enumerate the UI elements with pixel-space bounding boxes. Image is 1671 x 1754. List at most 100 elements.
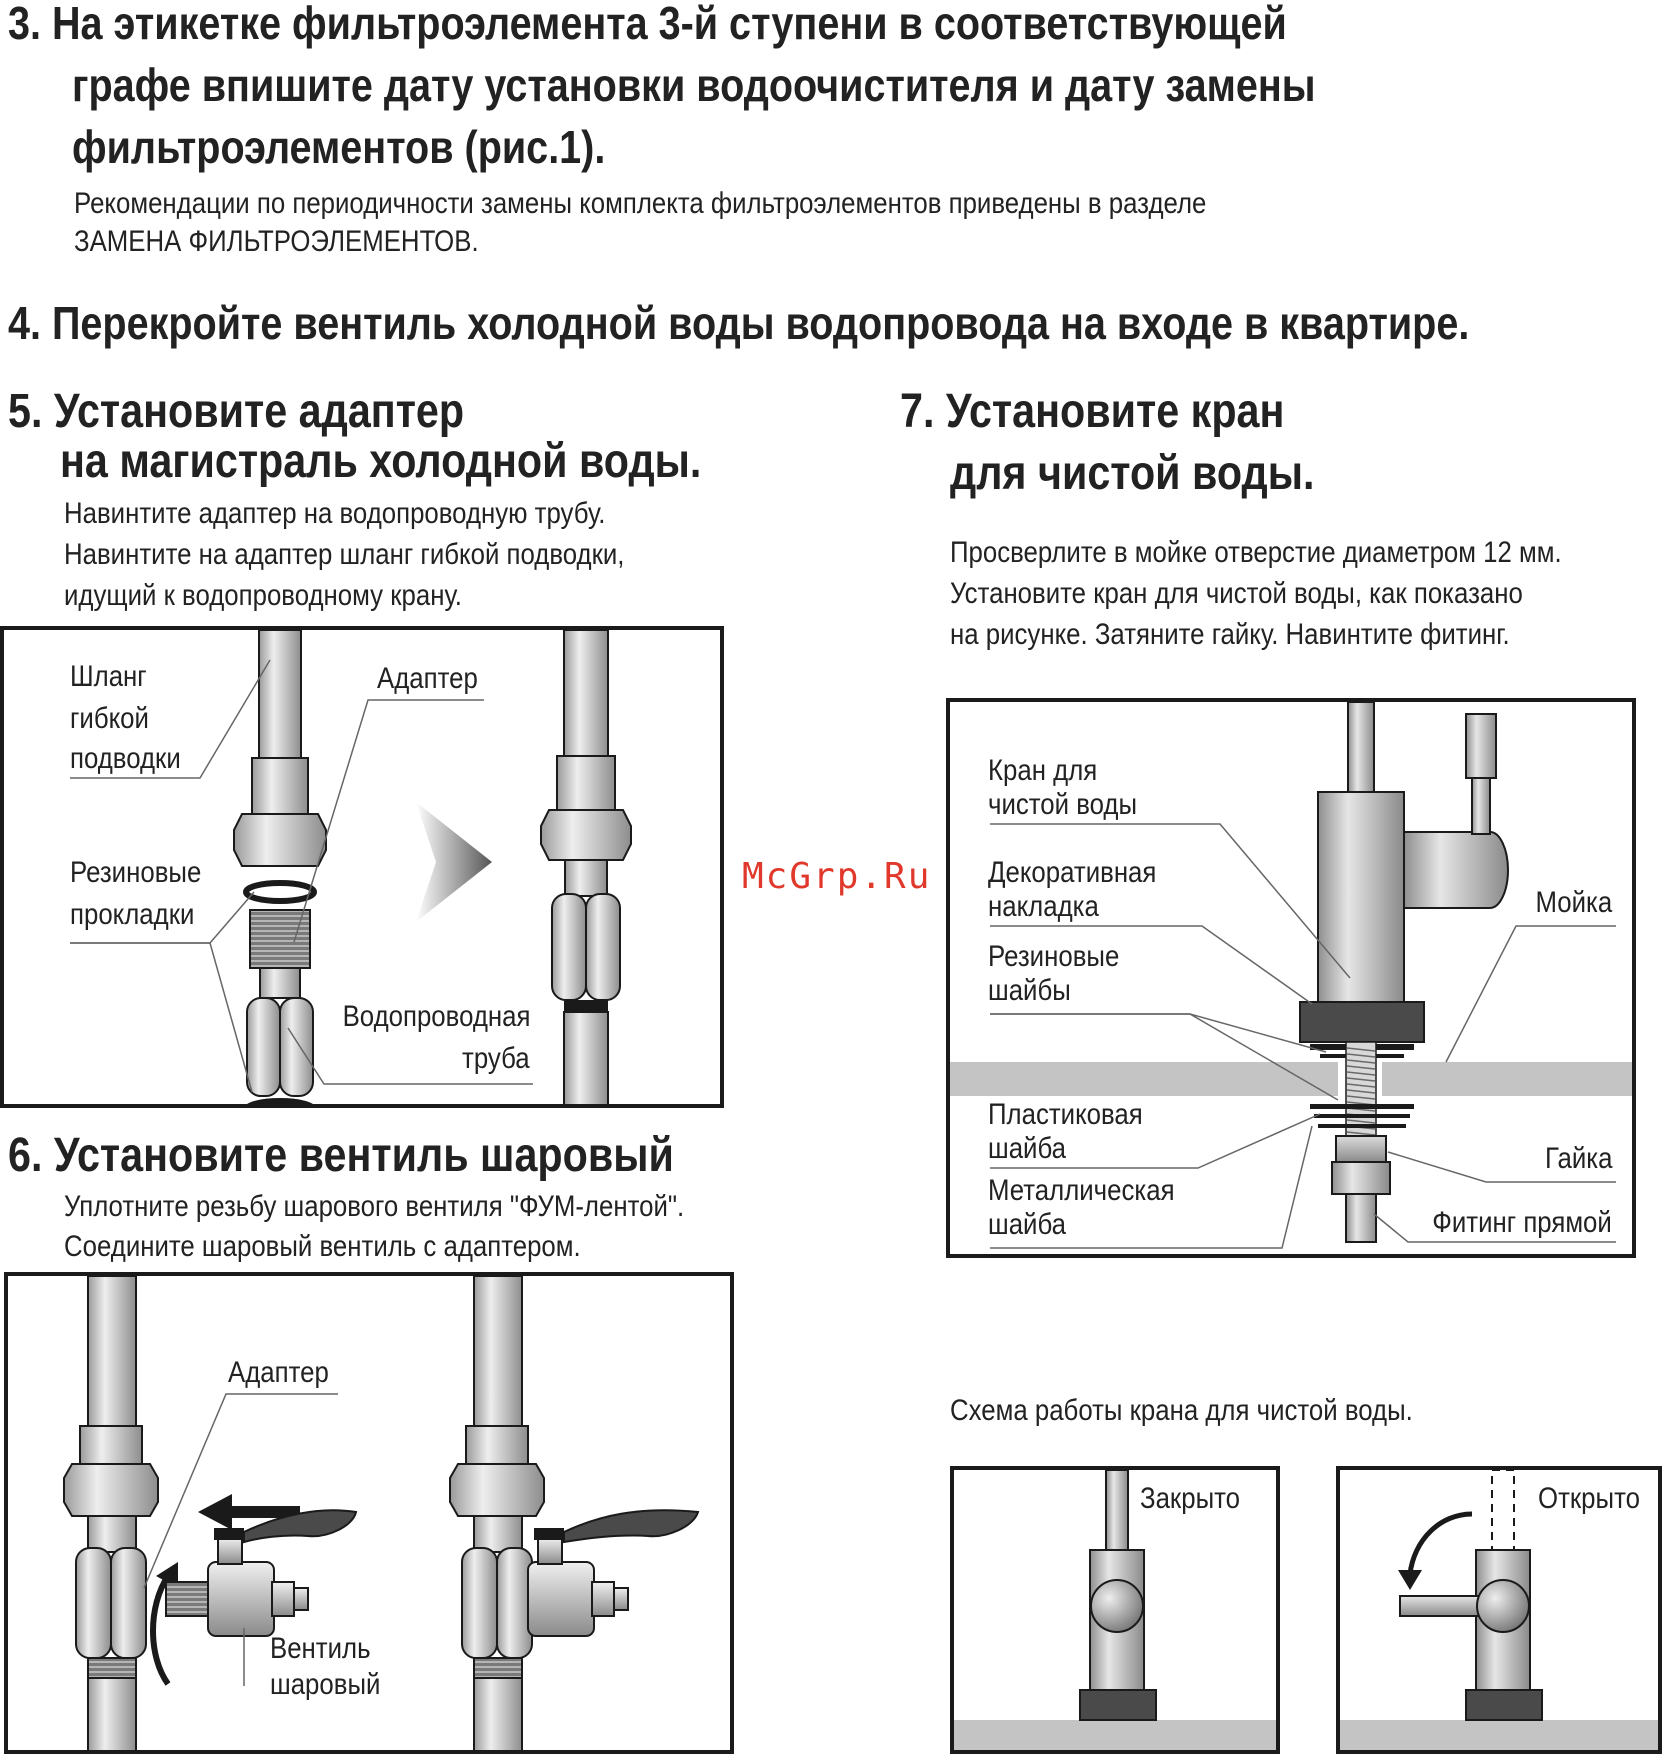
label-trim-1: Декоративная xyxy=(988,856,1157,889)
rod-thread-line xyxy=(1346,1071,1376,1076)
right-pipe-assembly xyxy=(449,1276,545,1750)
ball-valve-right xyxy=(527,1509,700,1637)
step5-text-line3: идущий к водопроводному крану. xyxy=(64,579,462,612)
watermark: McGrp.Ru xyxy=(742,856,932,897)
push-arrow-icon xyxy=(198,1494,300,1530)
step5-title-line1: 5. Установите адаптер xyxy=(8,385,465,438)
threaded-rod xyxy=(1345,1041,1377,1147)
sink-countertop xyxy=(950,1062,1632,1096)
label-trim-2: накладка xyxy=(988,890,1099,923)
assembled-thread xyxy=(564,1000,608,1012)
label-washers-2: шайбы xyxy=(988,974,1071,1007)
faucet-base xyxy=(1465,1689,1543,1721)
rod-thread-line xyxy=(1346,1095,1376,1100)
step6-illustration xyxy=(63,1276,700,1750)
lever-previous-position xyxy=(1491,1470,1515,1561)
step7-title-line2: для чистой воды. xyxy=(950,447,1315,500)
assembled-body xyxy=(564,859,608,897)
step6-title: 6. Установите вентиль шаровый xyxy=(8,1129,674,1182)
label-adapter-6: Адаптер xyxy=(228,1356,329,1389)
assembled-adapter xyxy=(551,893,621,1001)
assembled-fitting xyxy=(556,755,616,813)
rod-thread-line xyxy=(1346,1131,1376,1136)
step5-text-line2: Навинтите на адаптер шланг гибкой подвод… xyxy=(64,538,625,571)
label-closed: Закрыто xyxy=(1140,1482,1240,1515)
faucet-base xyxy=(1079,1689,1157,1721)
scheme-closed-illustration xyxy=(954,1470,1276,1750)
label-plastic-1: Пластиковая xyxy=(988,1098,1143,1131)
rod-threads xyxy=(1346,1047,1376,1142)
rod-thread-line xyxy=(1346,1047,1376,1052)
rod-thread-line xyxy=(1346,1077,1376,1082)
label-plastic-2: шайба xyxy=(988,1132,1067,1165)
rod-thread-line xyxy=(1346,1119,1376,1124)
lever-horizontal xyxy=(1399,1595,1483,1617)
faucet-handle-base xyxy=(1403,831,1509,909)
label-metal-1: Металлическая xyxy=(988,1174,1175,1207)
adapter-body xyxy=(259,967,301,999)
faucet-spout xyxy=(1347,702,1375,795)
step3-title-line3: фильтроэлементов (рис.1). xyxy=(72,121,606,173)
valve-ball xyxy=(1476,1579,1530,1633)
label-faucet-1: Кран для xyxy=(988,754,1098,787)
step5-illustration xyxy=(70,630,632,1104)
step5-text-line1: Навинтите адаптер на водопроводную трубу… xyxy=(64,497,606,530)
label-hose-1: Шланг xyxy=(70,660,147,693)
label-valve-1: Вентиль xyxy=(270,1632,371,1665)
step7-illustration xyxy=(950,702,1632,1249)
assembled-nut xyxy=(540,809,632,861)
label-nut: Гайка xyxy=(1544,1142,1612,1175)
rod-thread-line xyxy=(1346,1065,1376,1070)
left-pipe-assembly xyxy=(63,1276,159,1750)
label-adapter: Адаптер xyxy=(377,662,478,695)
step6-text-line2: Соедините шаровый вентиль с адаптером. xyxy=(64,1230,581,1263)
faucet-lever-stem xyxy=(1471,775,1491,835)
fitting-lower xyxy=(1345,1193,1377,1243)
rotate-arrow-icon xyxy=(150,1574,171,1686)
nut xyxy=(1335,1135,1387,1163)
gasket-bottom xyxy=(247,1098,313,1104)
label-pipe-1: Водопроводная xyxy=(342,1000,530,1033)
step7-leaders xyxy=(990,823,1616,1249)
label-gaskets-1: Резиновые xyxy=(70,856,202,889)
hose-pipe xyxy=(251,630,309,815)
label-gaskets-2: прокладки xyxy=(70,898,195,931)
rod-thread-line xyxy=(1346,1059,1376,1064)
step3-note-line2: ЗАМЕНА ФИЛЬТРОЭЛЕМЕНТОВ. xyxy=(74,225,479,258)
turn-arrow-icon xyxy=(1407,1511,1473,1575)
rod-thread-line xyxy=(1346,1053,1376,1058)
step4-title: 4. Перекройте вентиль холодной воды водо… xyxy=(8,297,1470,349)
label-washers-1: Резиновые xyxy=(988,940,1120,973)
label-hose-3: подводки xyxy=(70,742,181,775)
step6-diagram: Адаптер Вентиль шаровый xyxy=(4,1272,734,1754)
label-metal-2: шайба xyxy=(988,1208,1067,1241)
fitting-upper xyxy=(1331,1161,1391,1195)
bottom-washers xyxy=(1310,1104,1414,1128)
lever-up xyxy=(1105,1470,1129,1561)
assemble-arrow-icon xyxy=(416,802,492,922)
assembled-hose xyxy=(563,630,609,761)
gasket-top xyxy=(243,880,317,904)
scheme-open-panel: Открыто xyxy=(1336,1466,1662,1754)
step7-text-line1: Просверлите в мойке отверстие диаметром … xyxy=(950,536,1562,569)
step3-title-line2: графе впишите дату установки водоочистит… xyxy=(72,59,1316,111)
label-sink: Мойка xyxy=(1535,886,1612,919)
step7-text-line2: Установите кран для чистой воды, как пок… xyxy=(950,577,1523,610)
scheme-closed-panel: Закрыто xyxy=(950,1466,1280,1754)
countertop xyxy=(1340,1720,1658,1750)
step5-title-line2: на магистраль холодной воды. xyxy=(60,435,702,488)
turn-arrow-head xyxy=(1398,1570,1422,1590)
label-open: Открыто xyxy=(1538,1482,1640,1515)
step7-title-line1: 7. Установите кран xyxy=(900,385,1285,438)
step6-leaders xyxy=(143,1393,338,1686)
step7-text-line3: на рисунке. Затяните гайку. Навинтите фи… xyxy=(950,618,1510,651)
adapter-hex xyxy=(246,997,314,1097)
label-valve-2: шаровый xyxy=(270,1668,381,1701)
step3-title-line1: 3. На этикетке фильтроэлемента 3-й ступе… xyxy=(8,0,1287,49)
rod-thread-line xyxy=(1346,1089,1376,1094)
rod-thread-line xyxy=(1346,1083,1376,1088)
faucet-body xyxy=(1317,791,1405,1003)
step7-diagram: Кран для чистой воды Декоративная наклад… xyxy=(946,698,1636,1258)
hose-nut xyxy=(233,813,327,867)
step5-diagram: Шланг гибкой подводки Адаптер Резиновые … xyxy=(0,626,724,1108)
